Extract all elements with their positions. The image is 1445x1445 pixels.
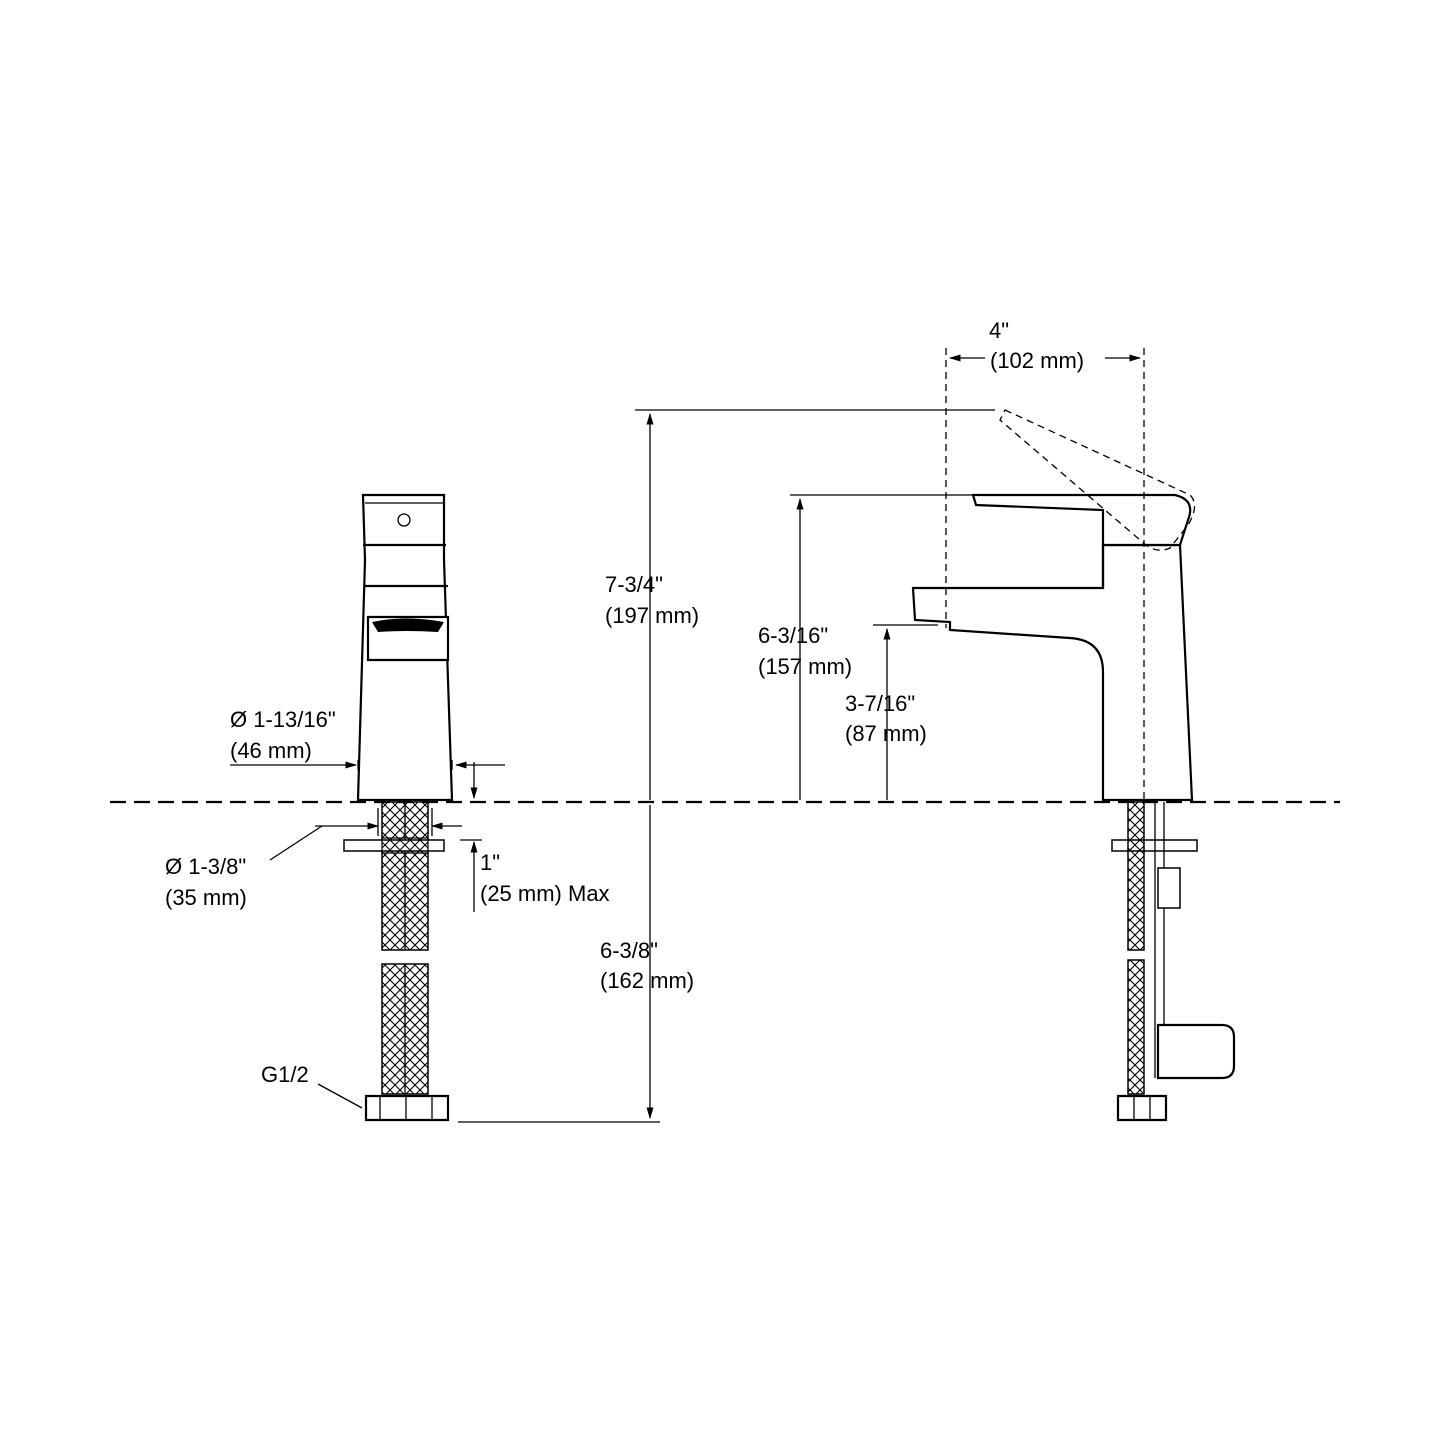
side-supply-hose-lower [1127,959,1145,1095]
overall-height-imperial: 7-3/4" [605,572,663,597]
below-deck-metric: (162 mm) [600,968,694,993]
below-deck-imperial: 6-3/8" [600,938,658,963]
indicator-dot [397,513,411,527]
front-view [230,493,660,1123]
side-view [911,348,1236,1122]
connection-label: G1/2 [261,1062,309,1087]
handle-height-imperial: 6-3/16" [758,623,828,648]
side-faucet-body [911,543,1194,802]
overall-height-metric: (197 mm) [605,603,699,628]
spout-reach-metric: (102 mm) [990,348,1084,373]
deck-thickness-imperial: 1" [480,850,500,875]
dimension-labels: 4" (102 mm) 7-3/4" (197 mm) 6-3/16" (157… [165,318,1084,1087]
handle-height-metric: (157 mm) [758,654,852,679]
vertical-dimension-lines [635,409,995,1120]
side-connection-nut [1116,1094,1168,1122]
side-drain-lever [1156,1023,1236,1080]
deck-thickness-metric: (25 mm) Max [480,881,610,906]
side-drain-rod-connector [1157,867,1181,909]
shank-diameter-imperial: Ø 1-3/8" [165,854,246,879]
front-connection-nut [364,1094,450,1122]
spout-height-imperial: 3-7/16" [845,691,915,716]
spout-reach-imperial: 4" [989,318,1009,343]
shank-diameter-metric: (35 mm) [165,885,247,910]
spout-height-metric: (87 mm) [845,721,927,746]
side-handle-closed [971,493,1192,547]
side-supply-hose-upper [1127,801,1145,951]
base-diameter-metric: (46 mm) [230,738,312,763]
base-diameter-imperial: Ø 1-13/16" [230,707,336,732]
